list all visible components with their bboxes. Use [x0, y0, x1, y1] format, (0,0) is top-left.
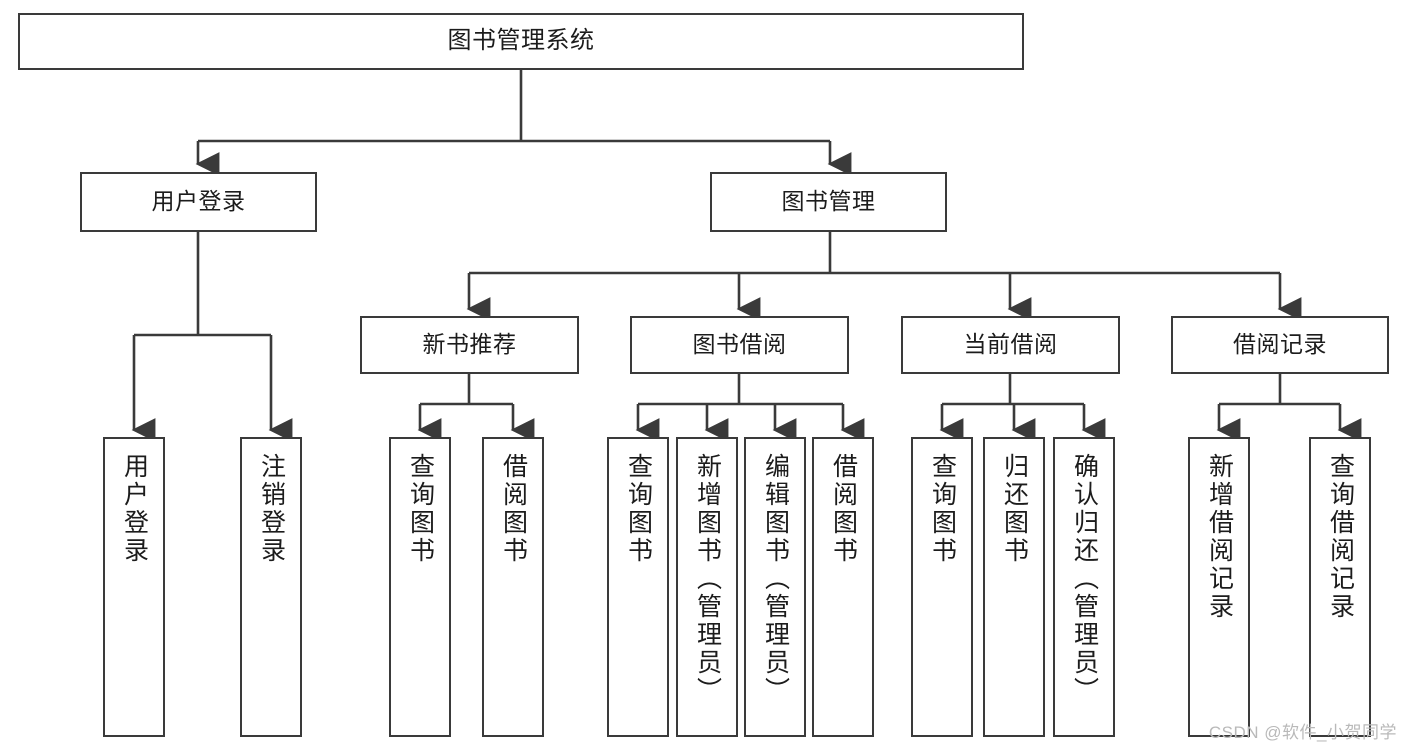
node-book-manage-label: 图书管理 [781, 188, 876, 215]
node-leaf-add-record[interactable]: 新增借阅记录 [1188, 437, 1250, 737]
node-book-borrow[interactable]: 图书借阅 [630, 316, 849, 374]
node-leaf-add-book[interactable]: 新增图书（管理员） [676, 437, 738, 737]
node-leaf-logout-label: 注销登录 [257, 453, 286, 565]
node-leaf-add-record-label: 新增借阅记录 [1205, 453, 1234, 621]
node-root[interactable]: 图书管理系统 [18, 13, 1024, 70]
csdn-watermark: CSDN @软件_小贺同学 [1208, 723, 1397, 742]
node-leaf-borrow-book-1[interactable]: 借阅图书 [482, 437, 544, 737]
node-leaf-edit-book-label: 编辑图书（管理员） [761, 453, 790, 705]
node-new-book-rec-label: 新书推荐 [422, 331, 517, 358]
node-user-login-label: 用户登录 [151, 188, 246, 215]
node-leaf-query-book-1[interactable]: 查询图书 [389, 437, 451, 737]
node-leaf-confirm-return[interactable]: 确认归还（管理员） [1053, 437, 1115, 737]
node-leaf-borrow-book-2-label: 借阅图书 [829, 453, 858, 565]
node-current-borrow[interactable]: 当前借阅 [901, 316, 1120, 374]
node-book-borrow-label: 图书借阅 [692, 331, 787, 358]
node-leaf-query-record[interactable]: 查询借阅记录 [1309, 437, 1371, 737]
node-leaf-return-book[interactable]: 归还图书 [983, 437, 1045, 737]
node-leaf-borrow-book-2[interactable]: 借阅图书 [812, 437, 874, 737]
node-borrow-record-label: 借阅记录 [1233, 331, 1327, 358]
node-leaf-query-book-3[interactable]: 查询图书 [911, 437, 973, 737]
node-leaf-query-record-label: 查询借阅记录 [1326, 453, 1355, 621]
node-current-borrow-label: 当前借阅 [963, 331, 1058, 358]
node-new-book-rec[interactable]: 新书推荐 [360, 316, 579, 374]
node-user-login[interactable]: 用户登录 [80, 172, 317, 232]
node-leaf-user-login-label: 用户登录 [120, 453, 149, 565]
node-leaf-borrow-book-1-label: 借阅图书 [499, 453, 528, 565]
node-book-manage[interactable]: 图书管理 [710, 172, 947, 232]
node-leaf-query-book-3-label: 查询图书 [928, 453, 957, 565]
node-root-label: 图书管理系统 [447, 27, 595, 55]
node-leaf-query-book-1-label: 查询图书 [406, 453, 435, 565]
node-leaf-user-login[interactable]: 用户登录 [103, 437, 165, 737]
node-leaf-confirm-return-label: 确认归还（管理员） [1070, 453, 1099, 705]
node-leaf-return-book-label: 归还图书 [1000, 453, 1029, 565]
node-leaf-edit-book[interactable]: 编辑图书（管理员） [744, 437, 806, 737]
node-leaf-query-book-2[interactable]: 查询图书 [607, 437, 669, 737]
node-leaf-query-book-2-label: 查询图书 [624, 453, 653, 565]
node-leaf-logout[interactable]: 注销登录 [240, 437, 302, 737]
node-borrow-record[interactable]: 借阅记录 [1171, 316, 1389, 374]
node-leaf-add-book-label: 新增图书（管理员） [693, 453, 722, 705]
